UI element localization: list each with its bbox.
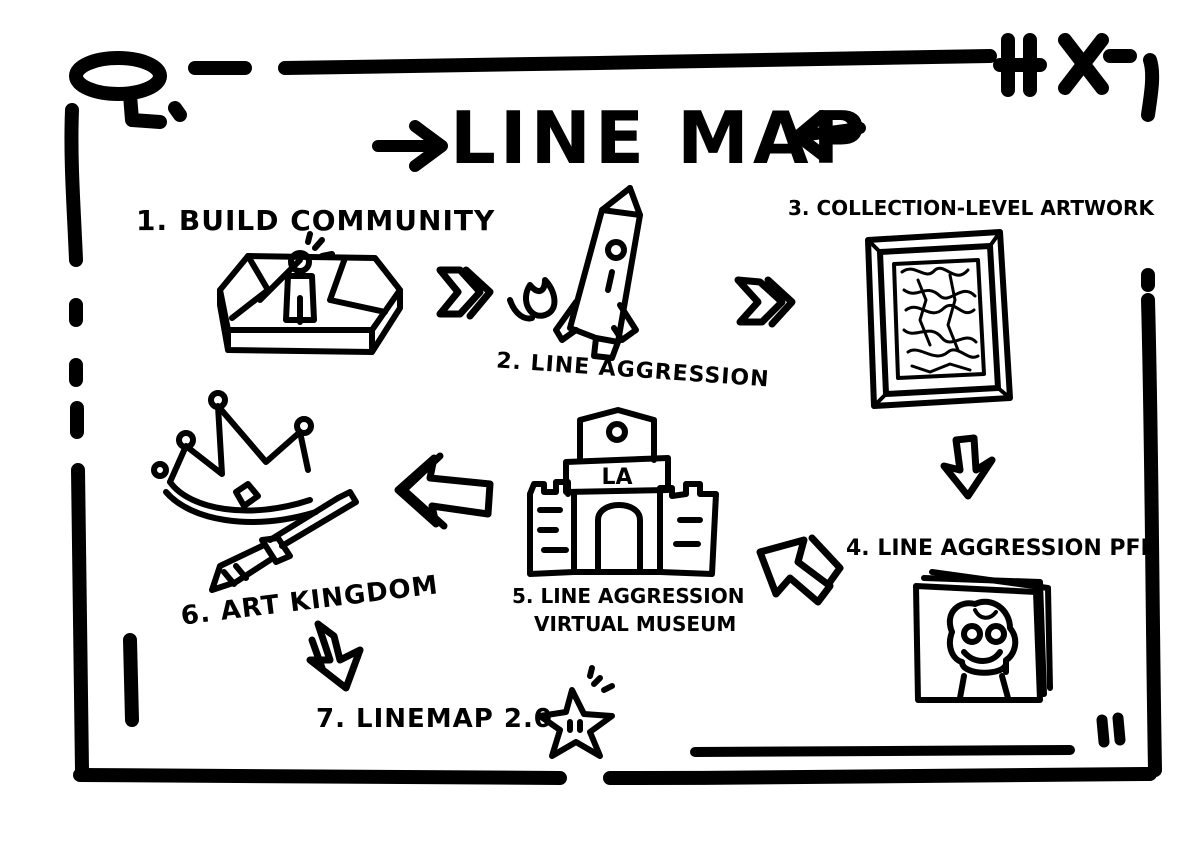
arrow-5-to-6-icon xyxy=(394,452,494,530)
pfp-portrait-icon xyxy=(913,569,1053,703)
frame-right-mid xyxy=(1141,293,1162,777)
arrow-2-to-3-icon xyxy=(734,276,796,328)
crown-and-brush-icon xyxy=(151,390,359,593)
tally-x-icon xyxy=(993,33,1109,97)
arrow-6-to-7-icon xyxy=(306,620,364,692)
framed-artwork-icon xyxy=(865,229,1013,409)
frame-inner-bottom xyxy=(690,745,1075,757)
community-platform-icon xyxy=(217,231,403,355)
rocket-icon xyxy=(507,185,643,361)
step-5-label-line-2: VIRTUAL MUSEUM xyxy=(534,612,737,636)
museum-sign-text: LA xyxy=(601,465,632,490)
title-arrow-right-icon xyxy=(792,110,866,162)
step-5-label-line-1: 5. LINE AGGRESSION xyxy=(512,584,745,608)
frame-top xyxy=(278,49,997,75)
quote-marks-icon xyxy=(1096,712,1126,748)
star-icon xyxy=(537,665,615,759)
title-arrow-left-icon xyxy=(372,120,448,172)
step-4-label: 4. LINE AGGRESSION PFP xyxy=(846,536,1157,561)
frame xyxy=(64,49,1162,785)
frame-right-top xyxy=(1141,53,1160,122)
step-3-label: 3. COLLECTION-LEVEL ARTWORK xyxy=(788,196,1154,220)
frame-bottom-right xyxy=(603,767,1157,785)
key-doodle-icon xyxy=(69,51,187,129)
frame-bottom-left xyxy=(73,768,567,785)
arrow-4-to-5-icon xyxy=(756,534,844,606)
step-1-label: 1. BUILD COMMUNITY xyxy=(136,204,496,237)
museum-castle-icon xyxy=(527,407,719,577)
arrow-3-to-4-icon xyxy=(940,434,996,500)
frame-left-top xyxy=(64,103,83,267)
frame-inner-left xyxy=(123,633,139,727)
artwork-scribbles xyxy=(900,266,980,374)
step-7-label: 7. LINEMAP 2.0 xyxy=(316,704,553,734)
arrow-1-to-2-icon xyxy=(436,266,494,320)
page-title: LINE MAP xyxy=(450,96,870,180)
frame-left-bottom xyxy=(71,463,89,777)
